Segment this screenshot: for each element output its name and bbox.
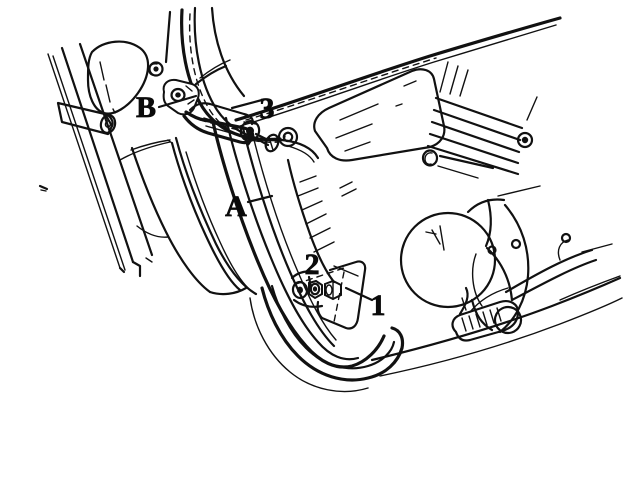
upper-bolt-hardware — [254, 126, 299, 153]
leader-line-A — [246, 194, 274, 204]
cylinder-cooling-fins — [421, 61, 538, 179]
misc-hardware — [286, 158, 357, 284]
lower-frame-rail — [370, 275, 623, 377]
leader-lines — [157, 94, 374, 302]
axle-clamp-cylinder — [56, 101, 117, 136]
callout-label-2: 2 — [305, 248, 320, 281]
callout-label-3: 3 — [260, 92, 275, 125]
callout-label-B: B — [136, 91, 156, 124]
leader-line-1 — [344, 286, 374, 302]
callout-labels: A B 1 2 3 — [136, 90, 386, 322]
leader-line-3 — [230, 98, 264, 110]
crash-bar-assembly — [119, 116, 405, 393]
leader-line-2 — [307, 275, 313, 290]
mirror-reflector — [86, 40, 150, 115]
callout-label-A: A — [225, 190, 247, 223]
leader-line-B — [157, 94, 198, 109]
fork-tube — [38, 42, 154, 278]
callout-label-1: 1 — [371, 289, 386, 322]
footpeg — [451, 286, 523, 342]
